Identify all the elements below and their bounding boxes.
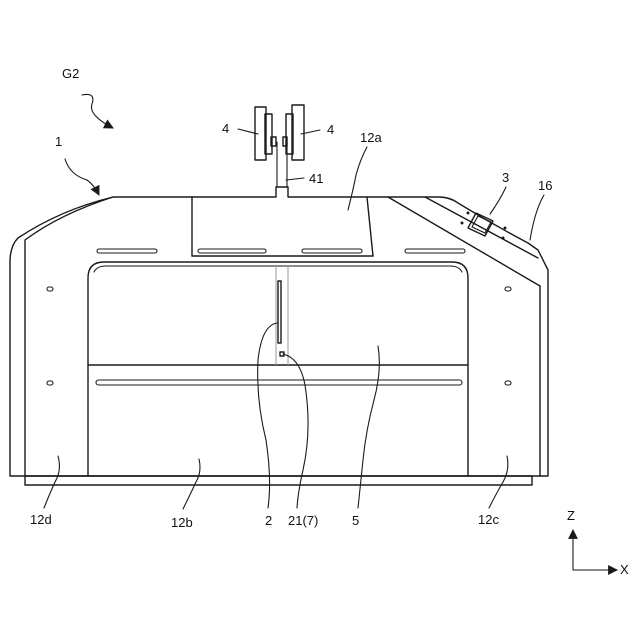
panel-dot-3 <box>504 227 507 230</box>
hole-left-lower <box>47 381 53 385</box>
right-front-bevel <box>388 197 540 286</box>
leader-2 <box>258 323 278 508</box>
label-g2: G2 <box>62 66 79 81</box>
top-panel-divider-right <box>367 197 373 256</box>
label-axis-x: X <box>620 562 629 577</box>
leader-12c <box>489 456 508 508</box>
label-21-7: 21(7) <box>288 513 318 528</box>
slot-4 <box>405 249 465 253</box>
ventilation-slots <box>97 249 465 253</box>
right-hub <box>283 137 287 146</box>
slot-3 <box>302 249 362 253</box>
side-holes <box>47 287 511 385</box>
label-2: 2 <box>265 513 272 528</box>
leader-12b <box>183 459 200 509</box>
leader-12d <box>44 456 59 508</box>
label-axis-z: Z <box>567 508 575 523</box>
label-12b: 12b <box>171 515 193 530</box>
top-attachment <box>255 105 304 187</box>
label-4-right: 4 <box>327 122 334 137</box>
leader-16 <box>530 195 544 240</box>
leader-12a <box>348 147 367 210</box>
slot-2 <box>198 249 266 253</box>
base-plate <box>25 476 532 485</box>
leader-1-arrow <box>65 159 99 195</box>
leader-41 <box>286 178 304 180</box>
right-wheel-outer <box>292 105 304 160</box>
leader-3 <box>490 187 506 214</box>
label-41: 41 <box>309 171 323 186</box>
opening-inner-lip <box>94 266 462 272</box>
center-element <box>278 281 281 343</box>
hole-right-lower <box>505 381 511 385</box>
leader-5 <box>358 346 379 508</box>
panel-dot-4 <box>502 237 505 240</box>
g2-arrow <box>82 94 113 128</box>
reference-labels: G2 1 4 4 12a 41 3 16 12d 12b 2 21(7) 5 1… <box>30 66 629 577</box>
label-1: 1 <box>55 134 62 149</box>
hole-right-upper <box>505 287 511 291</box>
annotations <box>44 94 544 509</box>
label-12c: 12c <box>478 512 499 527</box>
panel-dot-1 <box>467 212 470 215</box>
left-side-inner-edge <box>25 197 113 476</box>
label-3: 3 <box>502 170 509 185</box>
label-16: 16 <box>538 178 552 193</box>
label-12d: 12d <box>30 512 52 527</box>
axis-indicator <box>573 530 617 570</box>
label-4-left: 4 <box>222 121 229 136</box>
hole-left-upper <box>47 287 53 291</box>
slot-1 <box>97 249 157 253</box>
handle-bar <box>96 380 462 385</box>
panel-dot-2 <box>461 222 464 225</box>
label-12a: 12a <box>360 130 382 145</box>
label-5: 5 <box>352 513 359 528</box>
